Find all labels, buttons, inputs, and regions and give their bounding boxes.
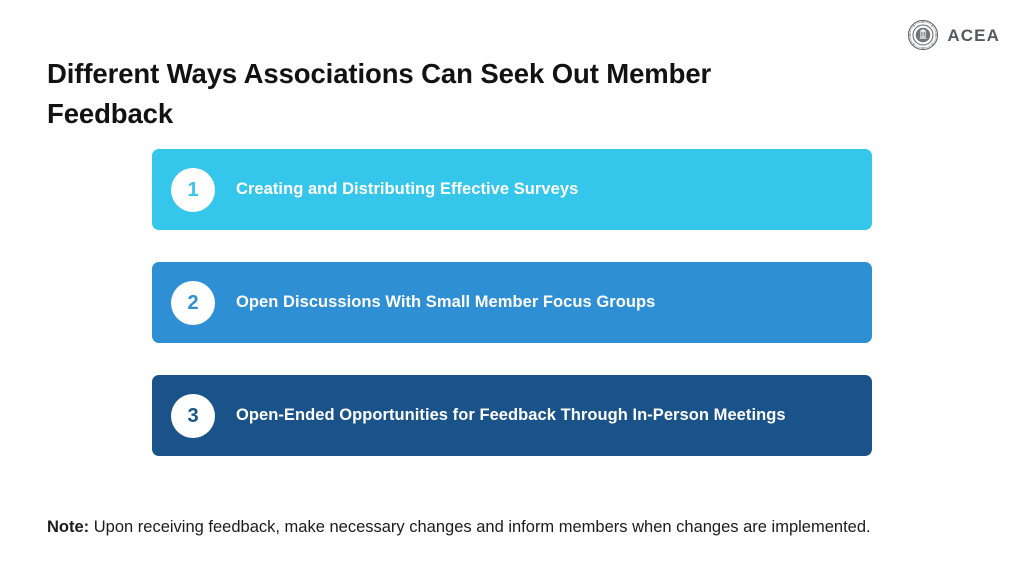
step-number-badge: 1 [171, 167, 215, 212]
page-title: Different Ways Associations Can Seek Out… [47, 58, 712, 130]
step-number: 3 [187, 404, 199, 427]
step-row: 3 Open-Ended Opportunities for Feedback … [152, 375, 872, 456]
step-number-badge: 2 [171, 280, 215, 325]
footer-note-text: Upon receiving feedback, make necessary … [89, 518, 871, 536]
step-number-badge: 3 [171, 393, 215, 438]
step-label: Creating and Distributing Effective Surv… [236, 180, 579, 198]
steps-list: 1 Creating and Distributing Effective Su… [152, 149, 872, 456]
step-label: Open-Ended Opportunities for Feedback Th… [236, 406, 786, 424]
brand-logo: ACEA [908, 20, 1000, 50]
circular-seal-icon [908, 20, 939, 50]
step-row: 1 Creating and Distributing Effective Su… [152, 149, 872, 230]
footer-note-label: Note: [47, 518, 90, 536]
footer-note: Note: Upon receiving feedback, make nece… [47, 516, 871, 539]
step-row: 2 Open Discussions With Small Member Foc… [152, 262, 872, 343]
step-label: Open Discussions With Small Member Focus… [236, 293, 656, 311]
step-number: 2 [187, 291, 199, 314]
step-number: 1 [187, 178, 199, 201]
brand-name: ACEA [947, 25, 1000, 45]
